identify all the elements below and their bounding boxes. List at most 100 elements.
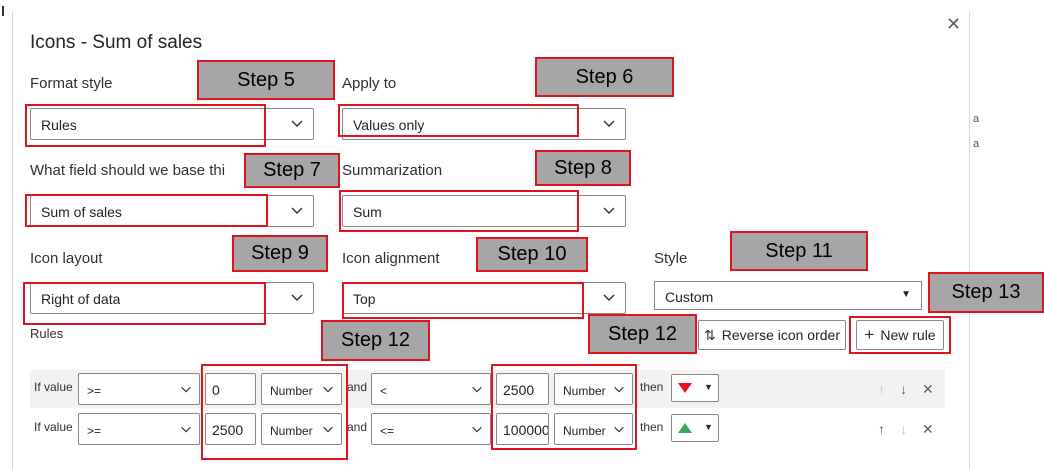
dialog-title: Icons - Sum of sales: [30, 32, 203, 53]
operator-value: <=: [380, 424, 395, 438]
background-fragment: a: [973, 138, 980, 150]
highlight-new-rule: [849, 316, 951, 354]
highlight-base-field: [25, 194, 268, 227]
step-12-callout: Step 12: [588, 314, 697, 354]
icon-layout-value: Right of data: [41, 291, 121, 307]
and-label: and: [347, 420, 368, 434]
value-type-dropdown[interactable]: Number: [554, 413, 633, 445]
format-style-label: Format style: [30, 75, 113, 92]
reverse-icon-order-label: Reverse icon order: [721, 327, 840, 343]
caret-down-icon: ▼: [901, 289, 911, 300]
icon-layout-label: Icon layout: [30, 250, 103, 267]
format-style-dropdown[interactable]: Rules: [30, 108, 314, 140]
highlight-rule-values-2: [491, 364, 637, 450]
step-12-callout: Step 12: [321, 320, 430, 361]
highlight-format-style: [25, 104, 266, 147]
then-label: then: [640, 420, 664, 434]
apply-to-label: Apply to: [342, 75, 397, 92]
chevron-down-icon: [323, 426, 333, 433]
step-13-callout: Step 13: [928, 272, 1044, 313]
style-label: Style: [654, 250, 688, 267]
operator-dropdown[interactable]: >=: [78, 373, 200, 405]
value-type-dropdown[interactable]: Number: [261, 413, 342, 445]
value-type-dropdown[interactable]: Number: [554, 373, 633, 405]
window-edge-mark: [2, 6, 4, 16]
swap-vertical-icon: ⇅: [703, 326, 716, 343]
value-type-value: Number: [270, 384, 313, 398]
summarization-label: Summarization: [342, 162, 443, 179]
rule-value-text: 2500: [212, 422, 244, 438]
move-up-icon[interactable]: ↑: [878, 421, 885, 437]
chevron-down-icon: [603, 120, 615, 127]
value-type-value: Number: [563, 384, 606, 398]
plus-icon: +: [864, 325, 875, 344]
rule-value-text: 2500: [503, 382, 535, 398]
rule-value-text: 100000: [503, 422, 549, 438]
operator-value: >=: [87, 384, 102, 398]
format-style-value: Rules: [41, 117, 77, 133]
icon-alignment-dropdown[interactable]: Top: [342, 282, 626, 314]
chevron-down-icon: [323, 386, 333, 393]
base-field-label: What field should we base thi: [30, 162, 226, 179]
chevron-down-icon: [181, 426, 191, 433]
move-down-icon[interactable]: ↓: [900, 421, 907, 437]
step-11-callout: Step 11: [730, 231, 868, 271]
red-triangle-down-icon: [678, 383, 692, 393]
new-rule-label: New rule: [880, 327, 936, 343]
highlight-icon-alignment: [342, 282, 584, 319]
chevron-down-icon: [291, 120, 303, 127]
value-type-value: Number: [563, 424, 606, 438]
chevron-down-icon: [181, 386, 191, 393]
style-dropdown[interactable]: Custom ▼: [654, 281, 922, 310]
step-5-callout: Step 5: [197, 60, 335, 100]
style-value: Custom: [665, 289, 714, 305]
operator-value: <: [380, 384, 388, 398]
step-8-callout: Step 8: [535, 150, 631, 186]
chevron-down-icon: [614, 386, 624, 393]
chevron-down-icon: [472, 386, 482, 393]
delete-rule-icon[interactable]: ✕: [922, 421, 934, 437]
chevron-down-icon: [603, 207, 615, 214]
chevron-down-icon: [472, 426, 482, 433]
value-type-value: Number: [270, 424, 313, 438]
and-label: and: [347, 380, 368, 394]
highlight-icon-layout: [23, 282, 266, 325]
highlight-rule-values-1: [201, 364, 348, 460]
caret-down-icon: ▼: [704, 382, 713, 392]
move-down-icon[interactable]: ↓: [900, 381, 907, 397]
value-type-dropdown[interactable]: Number: [261, 373, 342, 405]
operator-value: >=: [87, 424, 102, 438]
rule-value-input[interactable]: 0: [205, 373, 256, 405]
icon-picker[interactable]: ▼: [671, 374, 719, 402]
delete-rule-icon[interactable]: ✕: [922, 381, 934, 397]
green-triangle-up-icon: [678, 423, 692, 433]
chevron-down-icon: [614, 426, 624, 433]
background-fragment: a: [973, 113, 980, 125]
rule-value-input[interactable]: 2500: [496, 373, 549, 405]
step-9-callout: Step 9: [232, 235, 328, 272]
close-icon[interactable]: ✕: [946, 14, 962, 34]
rule-value-input[interactable]: 2500: [205, 413, 256, 445]
operator-dropdown[interactable]: >=: [78, 413, 200, 445]
icon-alignment-value: Top: [353, 291, 376, 307]
if-value-label: If value: [34, 420, 73, 434]
step-6-callout: Step 6: [535, 57, 674, 97]
apply-to-value: Values only: [353, 117, 425, 133]
new-rule-button[interactable]: + New rule: [856, 320, 944, 350]
icon-alignment-label: Icon alignment: [342, 250, 440, 267]
summarization-value: Sum: [353, 204, 382, 220]
icon-picker[interactable]: ▼: [671, 414, 719, 442]
operator-dropdown[interactable]: <: [371, 373, 491, 405]
rules-label: Rules: [30, 326, 64, 341]
chevron-down-icon: [291, 294, 303, 301]
rule-value-text: 0: [212, 382, 220, 398]
if-value-label: If value: [34, 380, 73, 394]
chevron-down-icon: [291, 207, 303, 214]
rule-value-input[interactable]: 100000: [496, 413, 549, 445]
reverse-icon-order-button[interactable]: ⇅ Reverse icon order: [698, 320, 846, 350]
then-label: then: [640, 380, 664, 394]
highlight-apply-to: [338, 104, 579, 137]
operator-dropdown[interactable]: <=: [371, 413, 491, 445]
caret-down-icon: ▼: [704, 422, 713, 432]
move-up-icon[interactable]: ↑: [878, 381, 885, 397]
